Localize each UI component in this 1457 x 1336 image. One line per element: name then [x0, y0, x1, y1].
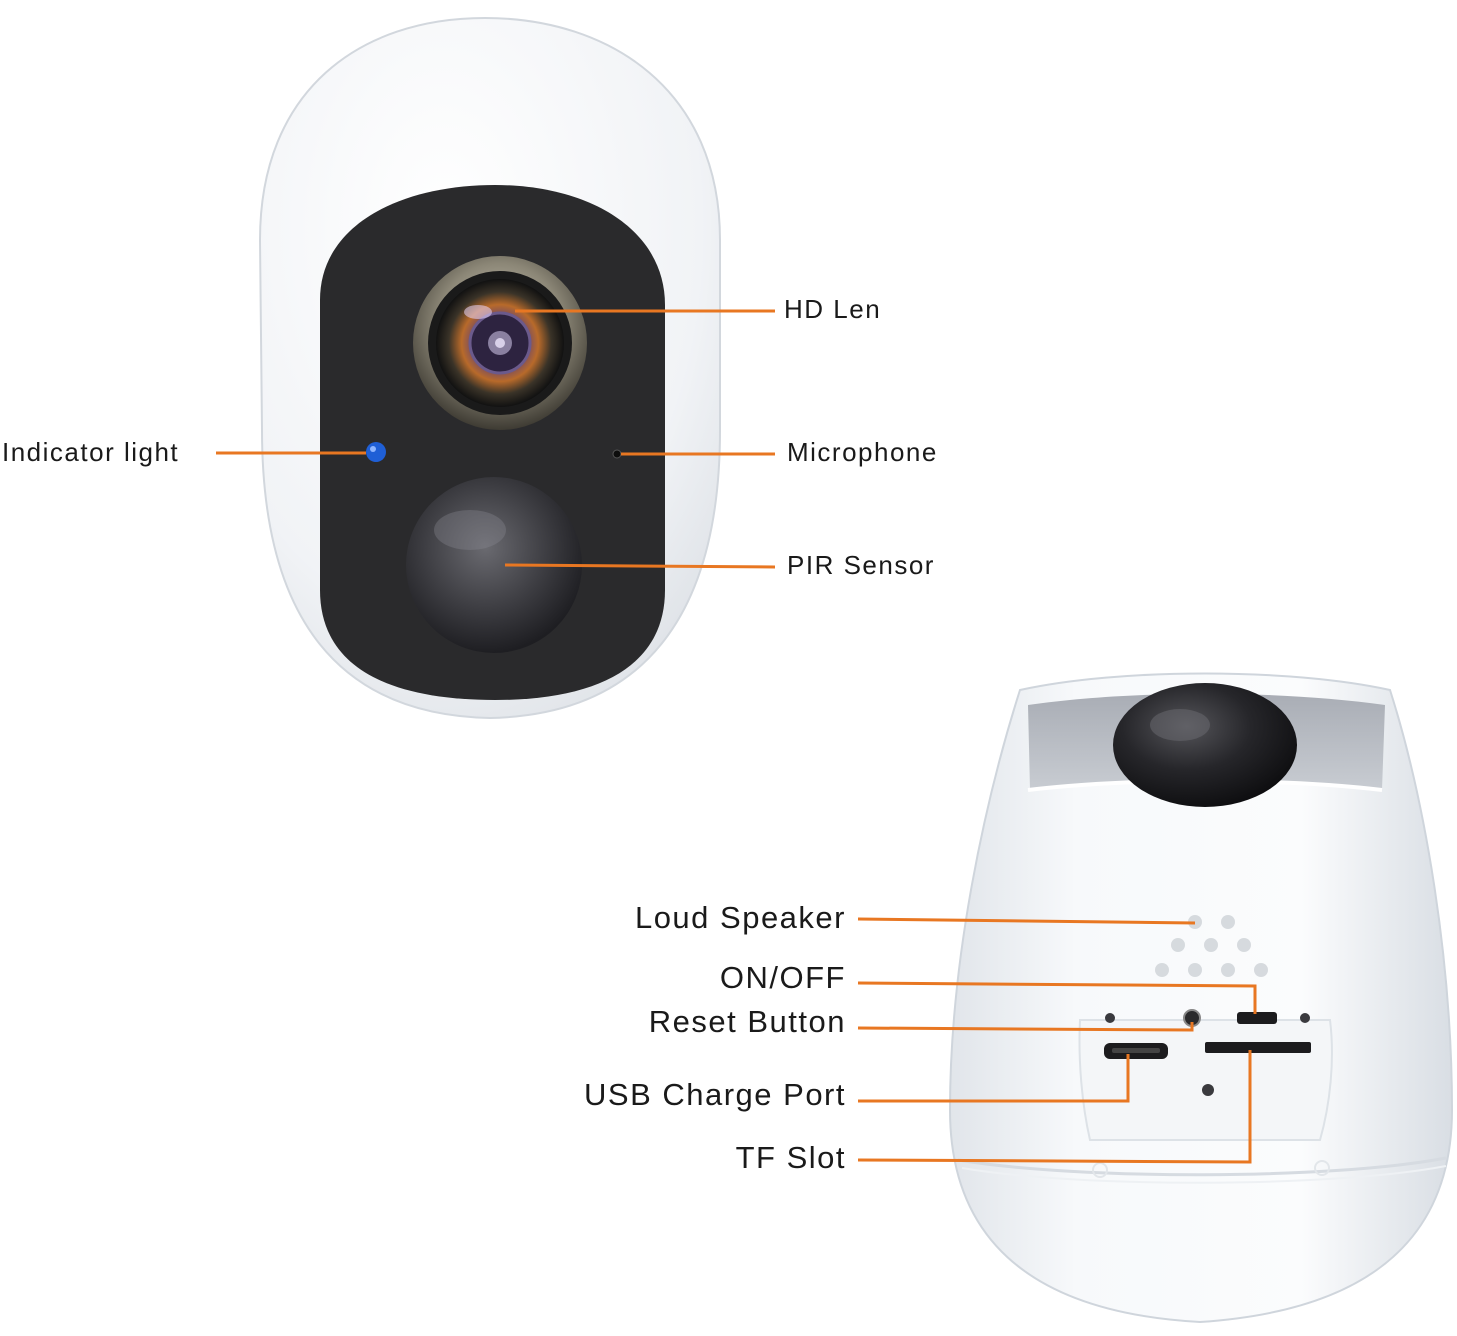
indicator-led — [366, 442, 386, 462]
back-camera — [948, 672, 1454, 1324]
pir-sensor-leader — [504, 563, 776, 569]
pir-sensor-label: PIR Sensor — [787, 550, 935, 580]
on-off-label: ON/OFF — [719, 960, 846, 995]
on-off-leader — [857, 981, 1257, 1014]
tf-card-slot — [1205, 1042, 1311, 1053]
tf-slot-label: TF Slot — [735, 1140, 846, 1175]
usb-charge-port-leader — [858, 1054, 1130, 1103]
pir-sensor-dome — [406, 477, 582, 653]
loud-speaker-label: Loud Speaker — [634, 900, 846, 935]
front-camera — [258, 16, 721, 720]
tf-slot-leader — [857, 1050, 1252, 1164]
microphone-hole — [612, 449, 622, 459]
usb-charge-port-label: USB Charge Port — [584, 1077, 846, 1112]
on-off-switch — [1237, 1012, 1277, 1024]
front-leader-lines — [216, 309, 776, 569]
indicator-light-label: Indicator light — [2, 437, 180, 467]
back-leader-lines — [857, 917, 1257, 1164]
hd-lens-label: HD Len — [784, 294, 882, 324]
microphone-label: Microphone — [787, 437, 938, 467]
back-port-cover-panel — [1078, 1019, 1333, 1141]
back-camera-dome — [1113, 683, 1297, 807]
speaker-grille — [1155, 915, 1268, 977]
reset-button-label: Reset Button — [648, 1004, 846, 1039]
loud-speaker-leader — [857, 917, 1196, 925]
reset-button-leader — [857, 1022, 1194, 1032]
